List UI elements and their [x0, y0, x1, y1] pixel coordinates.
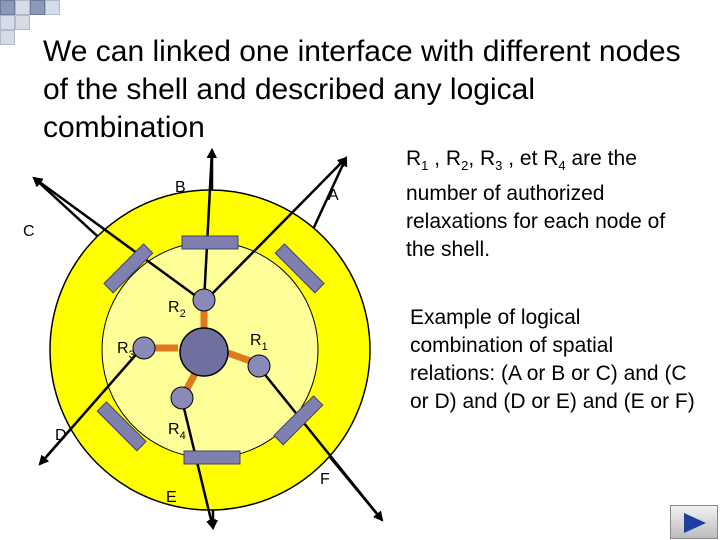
decorative-square — [30, 0, 45, 15]
logical-combination-example: Example of logical combination of spatia… — [410, 306, 695, 413]
relaxation-label-r4: R4 — [168, 421, 186, 442]
next-slide-button[interactable] — [670, 505, 718, 539]
interface-label-c: C — [23, 223, 35, 240]
interface-label-f: F — [320, 471, 330, 488]
center-node — [179, 327, 229, 377]
interface-label-d: D — [55, 427, 67, 444]
decorative-square — [15, 0, 30, 15]
decorative-square — [15, 15, 30, 30]
decorative-square — [0, 15, 15, 30]
interface-label-b: B — [175, 179, 186, 196]
shell-diagram: A B C D E F R2 R1 R3 R4 — [23, 148, 384, 530]
interface-bar-d — [96, 401, 147, 452]
relaxation-label-r3: R3 — [117, 340, 135, 361]
interface-bar-f — [273, 395, 324, 446]
node-r3 — [132, 336, 156, 360]
decorative-square — [45, 0, 60, 15]
decorative-square — [0, 0, 15, 15]
interface-bar-b — [181, 235, 239, 250]
interface-bar-e — [183, 450, 241, 465]
node-r2 — [192, 288, 216, 312]
relaxation-label-r1: R1 — [250, 332, 268, 353]
relaxation-label-r2: R2 — [168, 299, 186, 320]
slide-title: We can linked one interface with differe… — [43, 35, 681, 144]
interface-label-a: A — [328, 187, 339, 204]
play-icon — [684, 513, 706, 533]
interface-bar-c — [103, 243, 154, 294]
interface-bar-a — [274, 243, 325, 294]
node-r4 — [170, 386, 194, 410]
interface-label-e: E — [166, 489, 177, 506]
relaxation-description: R1 , R2, R3 , et R4 are the number of au… — [406, 147, 666, 262]
decorative-square — [0, 30, 15, 45]
node-r1 — [247, 354, 271, 378]
